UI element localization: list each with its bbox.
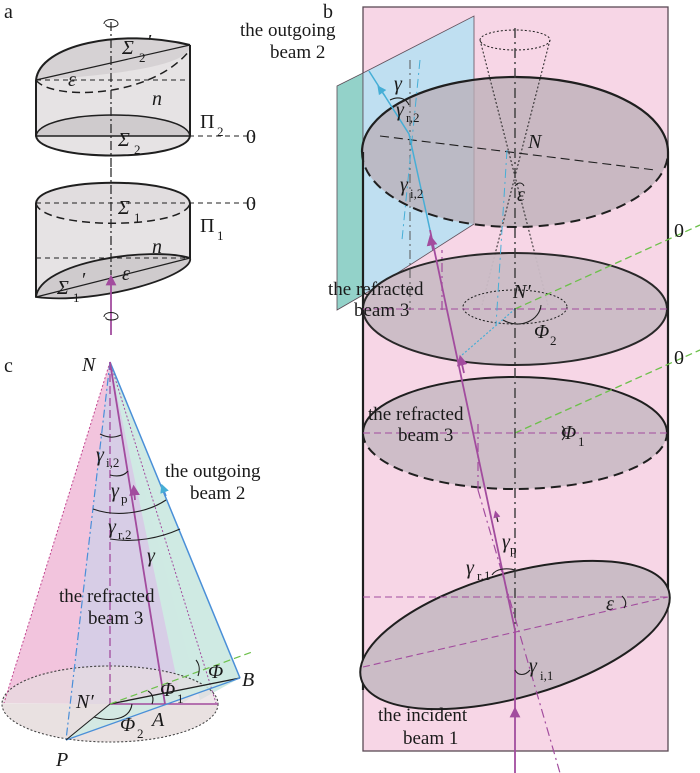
refracted-beam-label-c-2: beam 3 (88, 608, 143, 629)
pi2-sub: 2 (217, 124, 224, 139)
upper-prism-bottom-face (35, 114, 191, 137)
gamma-r2-label-b: γ (396, 99, 405, 121)
incident-beam-label: the incident (378, 705, 468, 726)
gamma-label-b: γ (394, 73, 403, 95)
outgoing-beam-label-c: the outgoing (165, 461, 261, 482)
gamma-i1-sub-b: i,1 (540, 668, 553, 683)
point-N-prime-label-c: N′ (75, 691, 94, 713)
phi1-sub-c: 1 (177, 691, 184, 706)
index-n-lower: n (152, 236, 162, 258)
panel-c-label: c (4, 355, 13, 377)
epsilon-upper-label: ε (68, 69, 76, 91)
panel-a-label: a (4, 1, 13, 23)
point-N-prime-label-b: N′ (512, 281, 531, 303)
pi1-label: Π (200, 215, 214, 237)
outgoing-beam-label-2: beam 2 (270, 42, 325, 63)
pi2-label: Π (200, 111, 214, 133)
sigma2-label: Σ (117, 129, 130, 151)
refracted-beam-c (109, 361, 166, 705)
outgoing-beam-label: the outgoing (240, 20, 336, 41)
outgoing-beam-label-c-2: beam 2 (190, 483, 245, 504)
refracted-beam-lower-label: the refracted (368, 404, 464, 425)
rotation-icon (103, 312, 119, 321)
refracted-beam (429, 229, 516, 631)
zero-axis-c (109, 651, 253, 705)
point-N-label-b: N (527, 131, 543, 153)
gamma-r2-sub-b: r,2 (406, 110, 420, 125)
epsilon-bottom-label-b: ε (606, 593, 614, 615)
sigma2-sub: 2 (134, 142, 141, 157)
gamma-i1-label-b: γ (529, 655, 538, 677)
phi2-label-c: Φ (120, 714, 135, 736)
epsilon-lower-label: ε (122, 263, 130, 285)
outgoing-beam-inner (408, 133, 431, 231)
point-B-label: B (242, 669, 254, 691)
phi2-sub-b: 2 (550, 333, 557, 348)
gamma-i2-label-b: γ (400, 174, 409, 196)
gamma-i2-label-c: γ (96, 444, 105, 466)
panel-b-label: b (323, 1, 333, 23)
gamma-p-sub-c: p (121, 491, 128, 506)
sigma2-prime-sub: 2 (139, 50, 146, 65)
point-A-label: A (150, 709, 165, 731)
phi-label-c: Φ (208, 661, 223, 683)
refracted-beam-label-c: the refracted (59, 586, 155, 607)
sigma2-prime-label: Σ (121, 37, 134, 59)
refracted-beam-upper-label-2: beam 3 (354, 300, 409, 321)
gamma-i2-sub-c: i,2 (106, 455, 119, 470)
point-P-label: P (55, 749, 68, 771)
zero-axis-lower (514, 349, 700, 434)
gamma-r2-sub-c: r,2 (118, 527, 132, 542)
refracted-beam-upper-label: the refracted (328, 279, 424, 300)
rotation-icon (103, 19, 119, 28)
zero-upper-b: 0 (674, 220, 684, 242)
phi1-label-c: Φ (160, 679, 175, 701)
zero-mark-lower-a: 0 (246, 193, 256, 215)
phi2-label-b: Φ (534, 321, 549, 343)
point-N-label-c: N (81, 354, 97, 376)
screen-side (336, 72, 364, 311)
index-n-upper: n (152, 88, 162, 110)
sigma1-sub: 1 (134, 210, 141, 225)
gamma-r1-sub-b: r,1 (477, 568, 491, 583)
gamma-label-c: γ (147, 545, 156, 567)
gamma-i2-sub-b: i,2 (410, 186, 423, 201)
outgoing-beam-c (109, 361, 241, 679)
sigma2-prime-mark: ′ (148, 31, 152, 53)
gamma-r2-label-c: γ (108, 516, 117, 538)
lower-prism: Σ 1 Π 1 0 n ε Σ 1 ′ (35, 168, 256, 335)
panel-b: b (240, 1, 700, 773)
gamma-p-sub-b: p (510, 542, 517, 557)
sigma1-prime-sub: 1 (73, 290, 80, 305)
phi1-label-b: Φ (561, 422, 576, 444)
zero-lower-b: 0 (674, 347, 684, 369)
pi1-sub: 1 (217, 228, 224, 243)
sigma1-label: Σ (117, 197, 130, 219)
zero-mark-upper-a: 0 (246, 126, 256, 148)
phi1-sub-b: 1 (578, 434, 585, 449)
upper-prism-top-face (36, 38, 191, 80)
refracted-beam-lower-label-2: beam 3 (398, 425, 453, 446)
sigma1-prime-label: Σ (56, 277, 69, 299)
incident-beam-label-2: beam 1 (403, 728, 458, 749)
epsilon-top-label-b: ε (517, 184, 525, 206)
gamma-r1-label-b: γ (466, 557, 475, 579)
outgoing-beam (368, 70, 410, 135)
panel-a: a Σ 2 ′ ε n Σ 2 Π 2 0 (4, 1, 256, 335)
zero-axis-upper (514, 224, 700, 310)
panel-c: c N γ i,2 (1, 354, 261, 771)
sigma1-prime-mark: ′ (82, 269, 86, 291)
gamma-p-label-c: γ (111, 480, 120, 502)
phi2-sub-c: 2 (137, 726, 144, 741)
gamma-p-label-b: γ (502, 531, 511, 553)
upper-prism: Σ 2 ′ ε n Σ 2 Π 2 0 (35, 19, 256, 168)
